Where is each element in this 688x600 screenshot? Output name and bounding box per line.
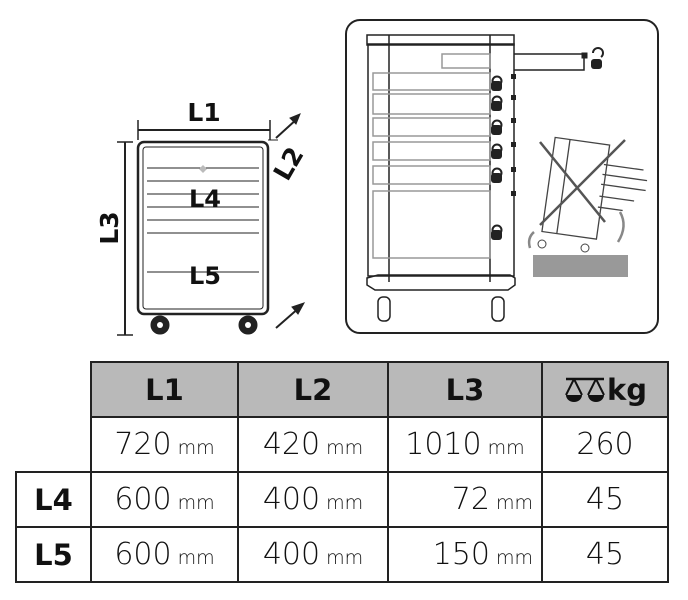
label-l3: L3 bbox=[95, 211, 124, 244]
dimension-diagram bbox=[117, 113, 306, 336]
padlock-icon bbox=[491, 143, 503, 159]
cart-diagrams: L1 L3 L2 L4 L5 bbox=[95, 19, 659, 336]
row-label: L4 bbox=[15, 471, 92, 528]
cell: 45 bbox=[541, 526, 669, 583]
lock-antitilt-panel bbox=[345, 19, 659, 334]
tipping-cart-crossed-icon bbox=[527, 136, 648, 277]
table-header-row: L1 L2 L3 kg bbox=[16, 361, 669, 418]
label-l1: L1 bbox=[187, 98, 220, 127]
label-l4: L4 bbox=[189, 185, 221, 213]
padlock-icon bbox=[491, 95, 503, 111]
label-l2: L2 bbox=[268, 142, 310, 185]
row-label: L5 bbox=[15, 526, 92, 583]
header-weight: kg bbox=[541, 361, 669, 418]
cell: 260 bbox=[541, 416, 669, 473]
label-l5: L5 bbox=[189, 262, 221, 290]
padlock-open-icon bbox=[591, 47, 604, 69]
padlock-icon bbox=[491, 75, 503, 91]
header-l2: L2 bbox=[237, 361, 389, 418]
header-l1: L1 bbox=[90, 361, 239, 418]
padlock-icon bbox=[491, 119, 503, 135]
cell: 45 bbox=[541, 471, 669, 528]
padlock-icons bbox=[491, 47, 604, 240]
header-l3: L3 bbox=[387, 361, 543, 418]
padlock-icon bbox=[491, 167, 503, 183]
padlock-icon bbox=[491, 224, 503, 240]
scale-icon bbox=[565, 377, 605, 402]
